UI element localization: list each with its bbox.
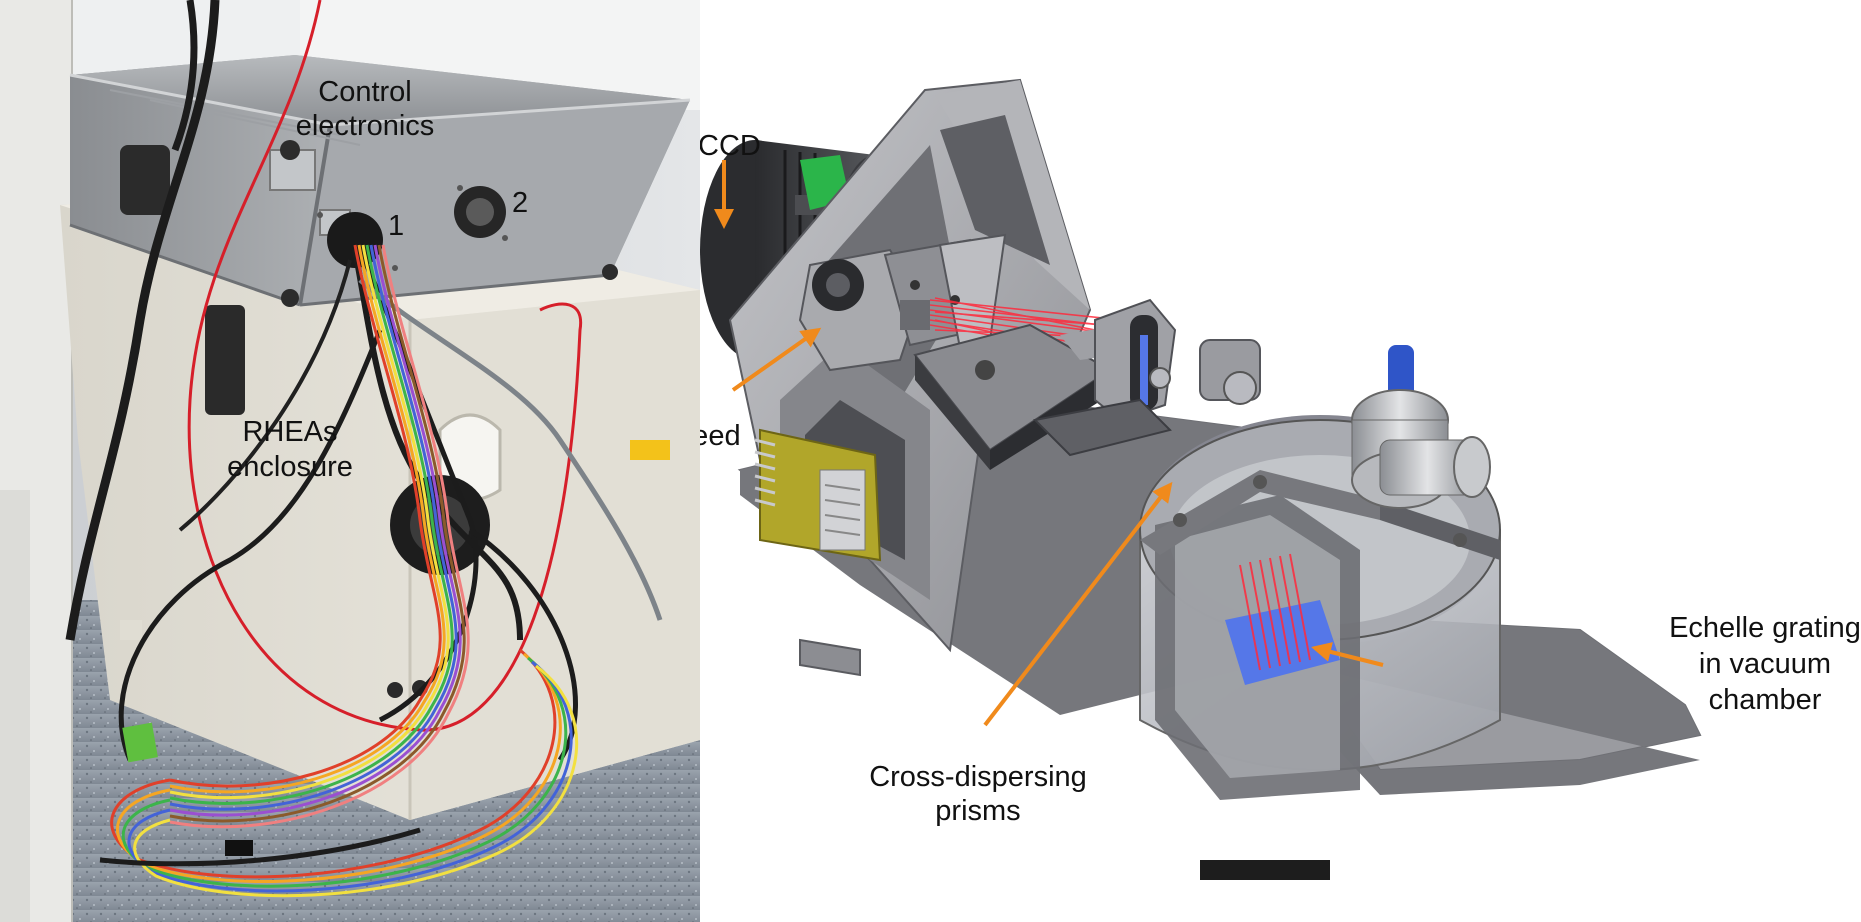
label-echelle-line2: in vacuum: [1699, 648, 1831, 680]
port-1-label: 1: [388, 210, 404, 242]
port-2-label: 2: [512, 187, 528, 219]
annotations: [714, 160, 1384, 727]
arrow-echelle: [1311, 642, 1384, 667]
control-pcb: [754, 428, 882, 562]
label-rheas-enclosure-line2: enclosure: [227, 451, 353, 483]
cad-render-panel: CCD Fiber feed Cross-dispersing prisms E…: [700, 0, 1861, 922]
label-echelle-line1: Echelle grating: [1669, 612, 1861, 644]
label-control-electronics-line1: Control: [318, 76, 412, 108]
spectrograph-cad-illustration: CCD Fiber feed Cross-dispersing prisms E…: [700, 78, 1861, 880]
prism-mount: [1032, 298, 1261, 457]
label-echelle-line3: chamber: [1709, 684, 1822, 716]
arrow-cross-dispersing: [983, 481, 1173, 727]
vacuum-valve: [1351, 345, 1491, 509]
vacuum-chamber: [1139, 367, 1501, 800]
arrow-fiber-feed: [731, 327, 822, 392]
photo-panel: 1 2: [0, 0, 700, 922]
label-control-electronics-line2: electronics: [296, 110, 435, 142]
label-cross-dispersing-line1: Cross-dispersing: [869, 761, 1087, 793]
label-fiber-feed: Fiber feed: [700, 420, 741, 452]
label-cross-dispersing-line2: prisms: [935, 795, 1020, 827]
fiber-feed-assembly: [798, 233, 1007, 372]
label-rheas-enclosure-line1: RHEAs: [242, 416, 337, 448]
echelle-grating: [1225, 600, 1340, 685]
cables: [65, 0, 663, 898]
photo-illustration: 1 2: [0, 0, 700, 922]
control-electronics-case: [69, 55, 691, 307]
label-ccd: CCD: [700, 130, 761, 162]
